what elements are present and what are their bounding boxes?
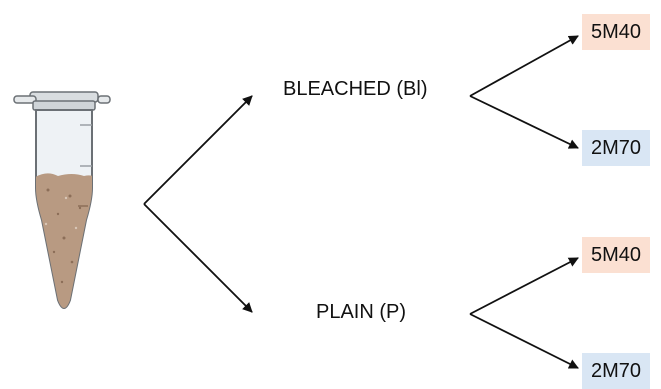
arrow-bleached-to-2m70 <box>469 95 579 149</box>
output-box-bleached-2m70: 2M70 <box>582 130 651 166</box>
arrow-plain-to-2m70 <box>469 313 579 369</box>
branch-label-bleached: BLEACHED (Bl) <box>283 78 428 100</box>
arrow-to-plain <box>143 203 253 313</box>
output-box-plain-5m40: 5M40 <box>582 237 651 273</box>
arrow-bleached-to-5m40 <box>469 35 579 97</box>
output-box-bleached-5m40: 5M40 <box>582 14 651 50</box>
arrow-to-bleached <box>143 95 253 205</box>
branch-label-plain: PLAIN (P) <box>316 301 407 323</box>
output-box-plain-2m70: 2M70 <box>582 353 651 389</box>
arrow-plain-to-5m40 <box>469 257 579 315</box>
microcentrifuge-tube-icon <box>13 91 111 309</box>
